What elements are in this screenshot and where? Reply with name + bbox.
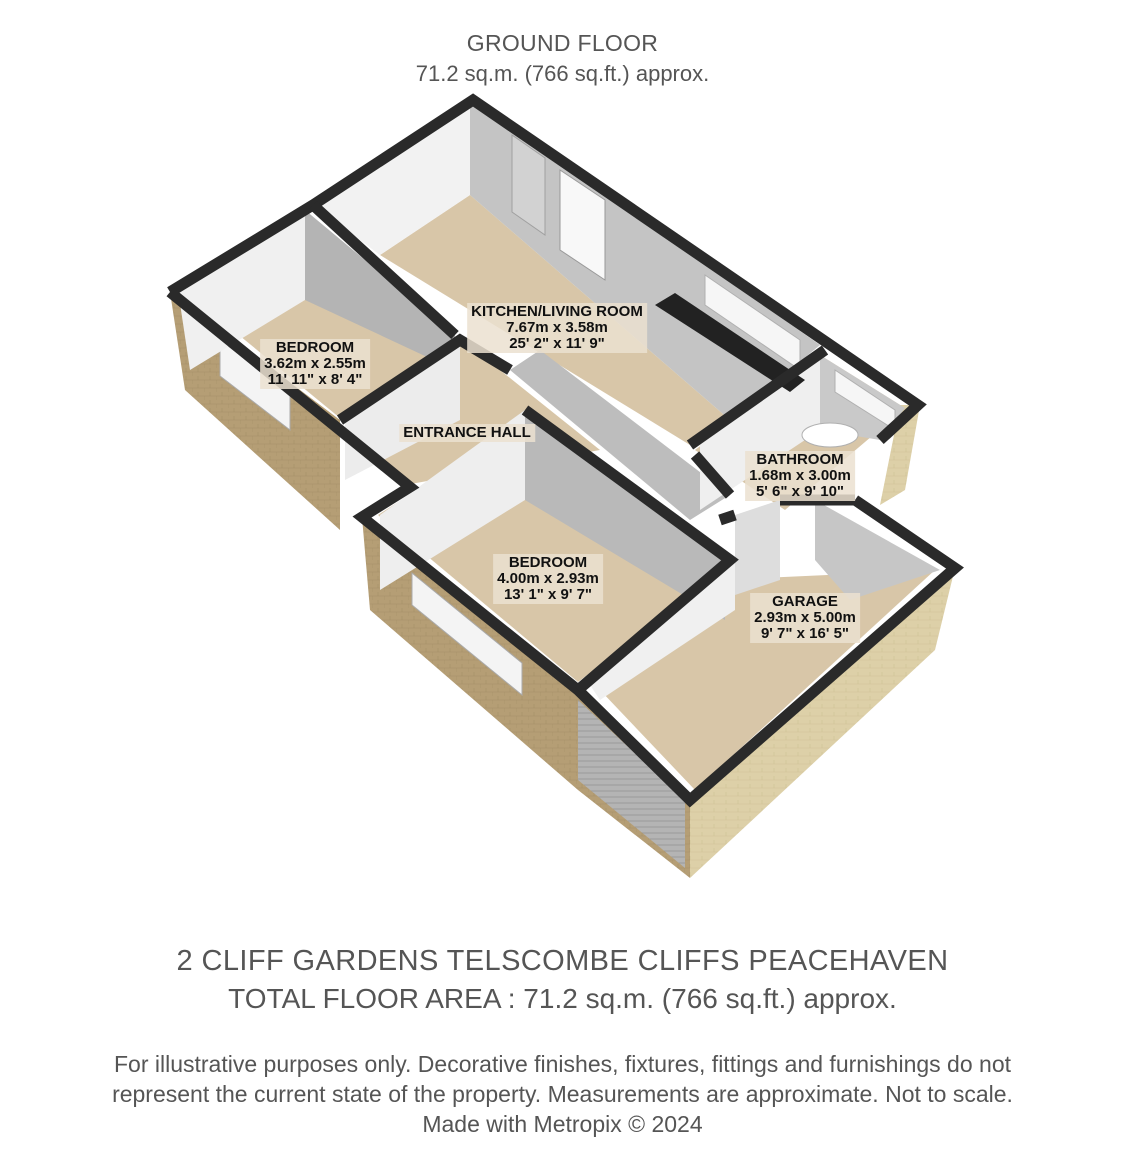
room-size-metric: 2.93m x 5.00m <box>754 609 856 626</box>
inner-wall-garage-left <box>735 500 780 595</box>
room-label-bedroom-front: BEDROOM 4.00m x 2.93m 13' 1" x 9' 7" <box>493 554 603 604</box>
kitchen-door <box>511 134 546 236</box>
kitchen-counter <box>655 293 805 392</box>
inner-wall-bedroom-left-right <box>305 210 455 370</box>
inner-wall-hall <box>345 340 460 480</box>
room-name: ENTRANCE HALL <box>403 424 531 441</box>
floor-plan-3d <box>166 93 964 878</box>
inner-wall-hall-corridor <box>510 350 730 520</box>
room-label-garage: GARAGE 2.93m x 5.00m 9' 7" x 16' 5" <box>750 593 860 643</box>
disclaimer: For illustrative purposes only. Decorati… <box>60 1049 1065 1139</box>
inner-wall-kitchen-back <box>313 100 470 255</box>
garage-door <box>578 700 685 868</box>
patio-door <box>559 169 606 281</box>
room-size-metric: 4.00m x 2.93m <box>497 570 599 587</box>
floor-area: 71.2 sq.m. (766 sq.ft.) approx. <box>415 61 710 86</box>
room-size-imperial: 13' 1" x 9' 7" <box>503 586 593 603</box>
disclaimer-line: For illustrative purposes only. Decorati… <box>114 1051 1011 1077</box>
wall-tops <box>166 93 964 808</box>
bathtub <box>801 422 859 448</box>
room-size-metric: 3.62m x 2.55m <box>264 355 366 372</box>
exterior-wall-bathroom-side <box>880 405 920 505</box>
room-name: KITCHEN/LIVING ROOM <box>471 303 643 320</box>
room-label-bedroom-left: BEDROOM 3.62m x 2.55m 11' 11" x 8' 4" <box>260 339 370 389</box>
room-name: BEDROOM <box>508 554 588 571</box>
credit-line: Made with Metropix © 2024 <box>422 1111 703 1137</box>
exterior-wall-garage-side <box>690 568 955 878</box>
room-size-imperial: 5' 6" x 9' 10" <box>755 483 845 500</box>
floor-title: GROUND FLOOR <box>466 30 659 56</box>
room-label-bathroom: BATHROOM 1.68m x 3.00m 5' 6" x 9' 10" <box>745 451 855 501</box>
window-front-bedroom <box>411 571 523 697</box>
room-size-metric: 1.68m x 3.00m <box>749 467 851 484</box>
inner-wall-bathroom-back <box>700 355 820 510</box>
disclaimer-line: represent the current state of the prope… <box>112 1081 1013 1107</box>
room-size-imperial: 11' 11" x 8' 4" <box>267 371 363 388</box>
room-name: BATHROOM <box>756 451 844 468</box>
property-address: 2 CLIFF GARDENS TELSCOMBE CLIFFS PEACEHA… <box>176 945 949 977</box>
room-name: GARAGE <box>772 593 838 610</box>
room-name: BEDROOM <box>275 339 355 356</box>
inner-wall-garage-back <box>590 560 735 700</box>
inner-wall-garage-right <box>815 500 940 600</box>
room-size-metric: 7.67m x 3.58m <box>506 319 608 336</box>
inner-wall-bedroom-front-right <box>525 410 725 620</box>
room-size-imperial: 9' 7" x 16' 5" <box>760 625 850 642</box>
inner-wall-bedroom-front-back <box>380 410 525 590</box>
total-floor-area: TOTAL FLOOR AREA : 71.2 sq.m. (766 sq.ft… <box>228 983 897 1014</box>
room-label-entrance-hall: ENTRANCE HALL <box>399 424 535 442</box>
room-label-kitchen-living: KITCHEN/LIVING ROOM 7.67m x 3.58m 25' 2"… <box>467 303 647 353</box>
room-size-imperial: 25' 2" x 11' 9" <box>509 335 605 352</box>
